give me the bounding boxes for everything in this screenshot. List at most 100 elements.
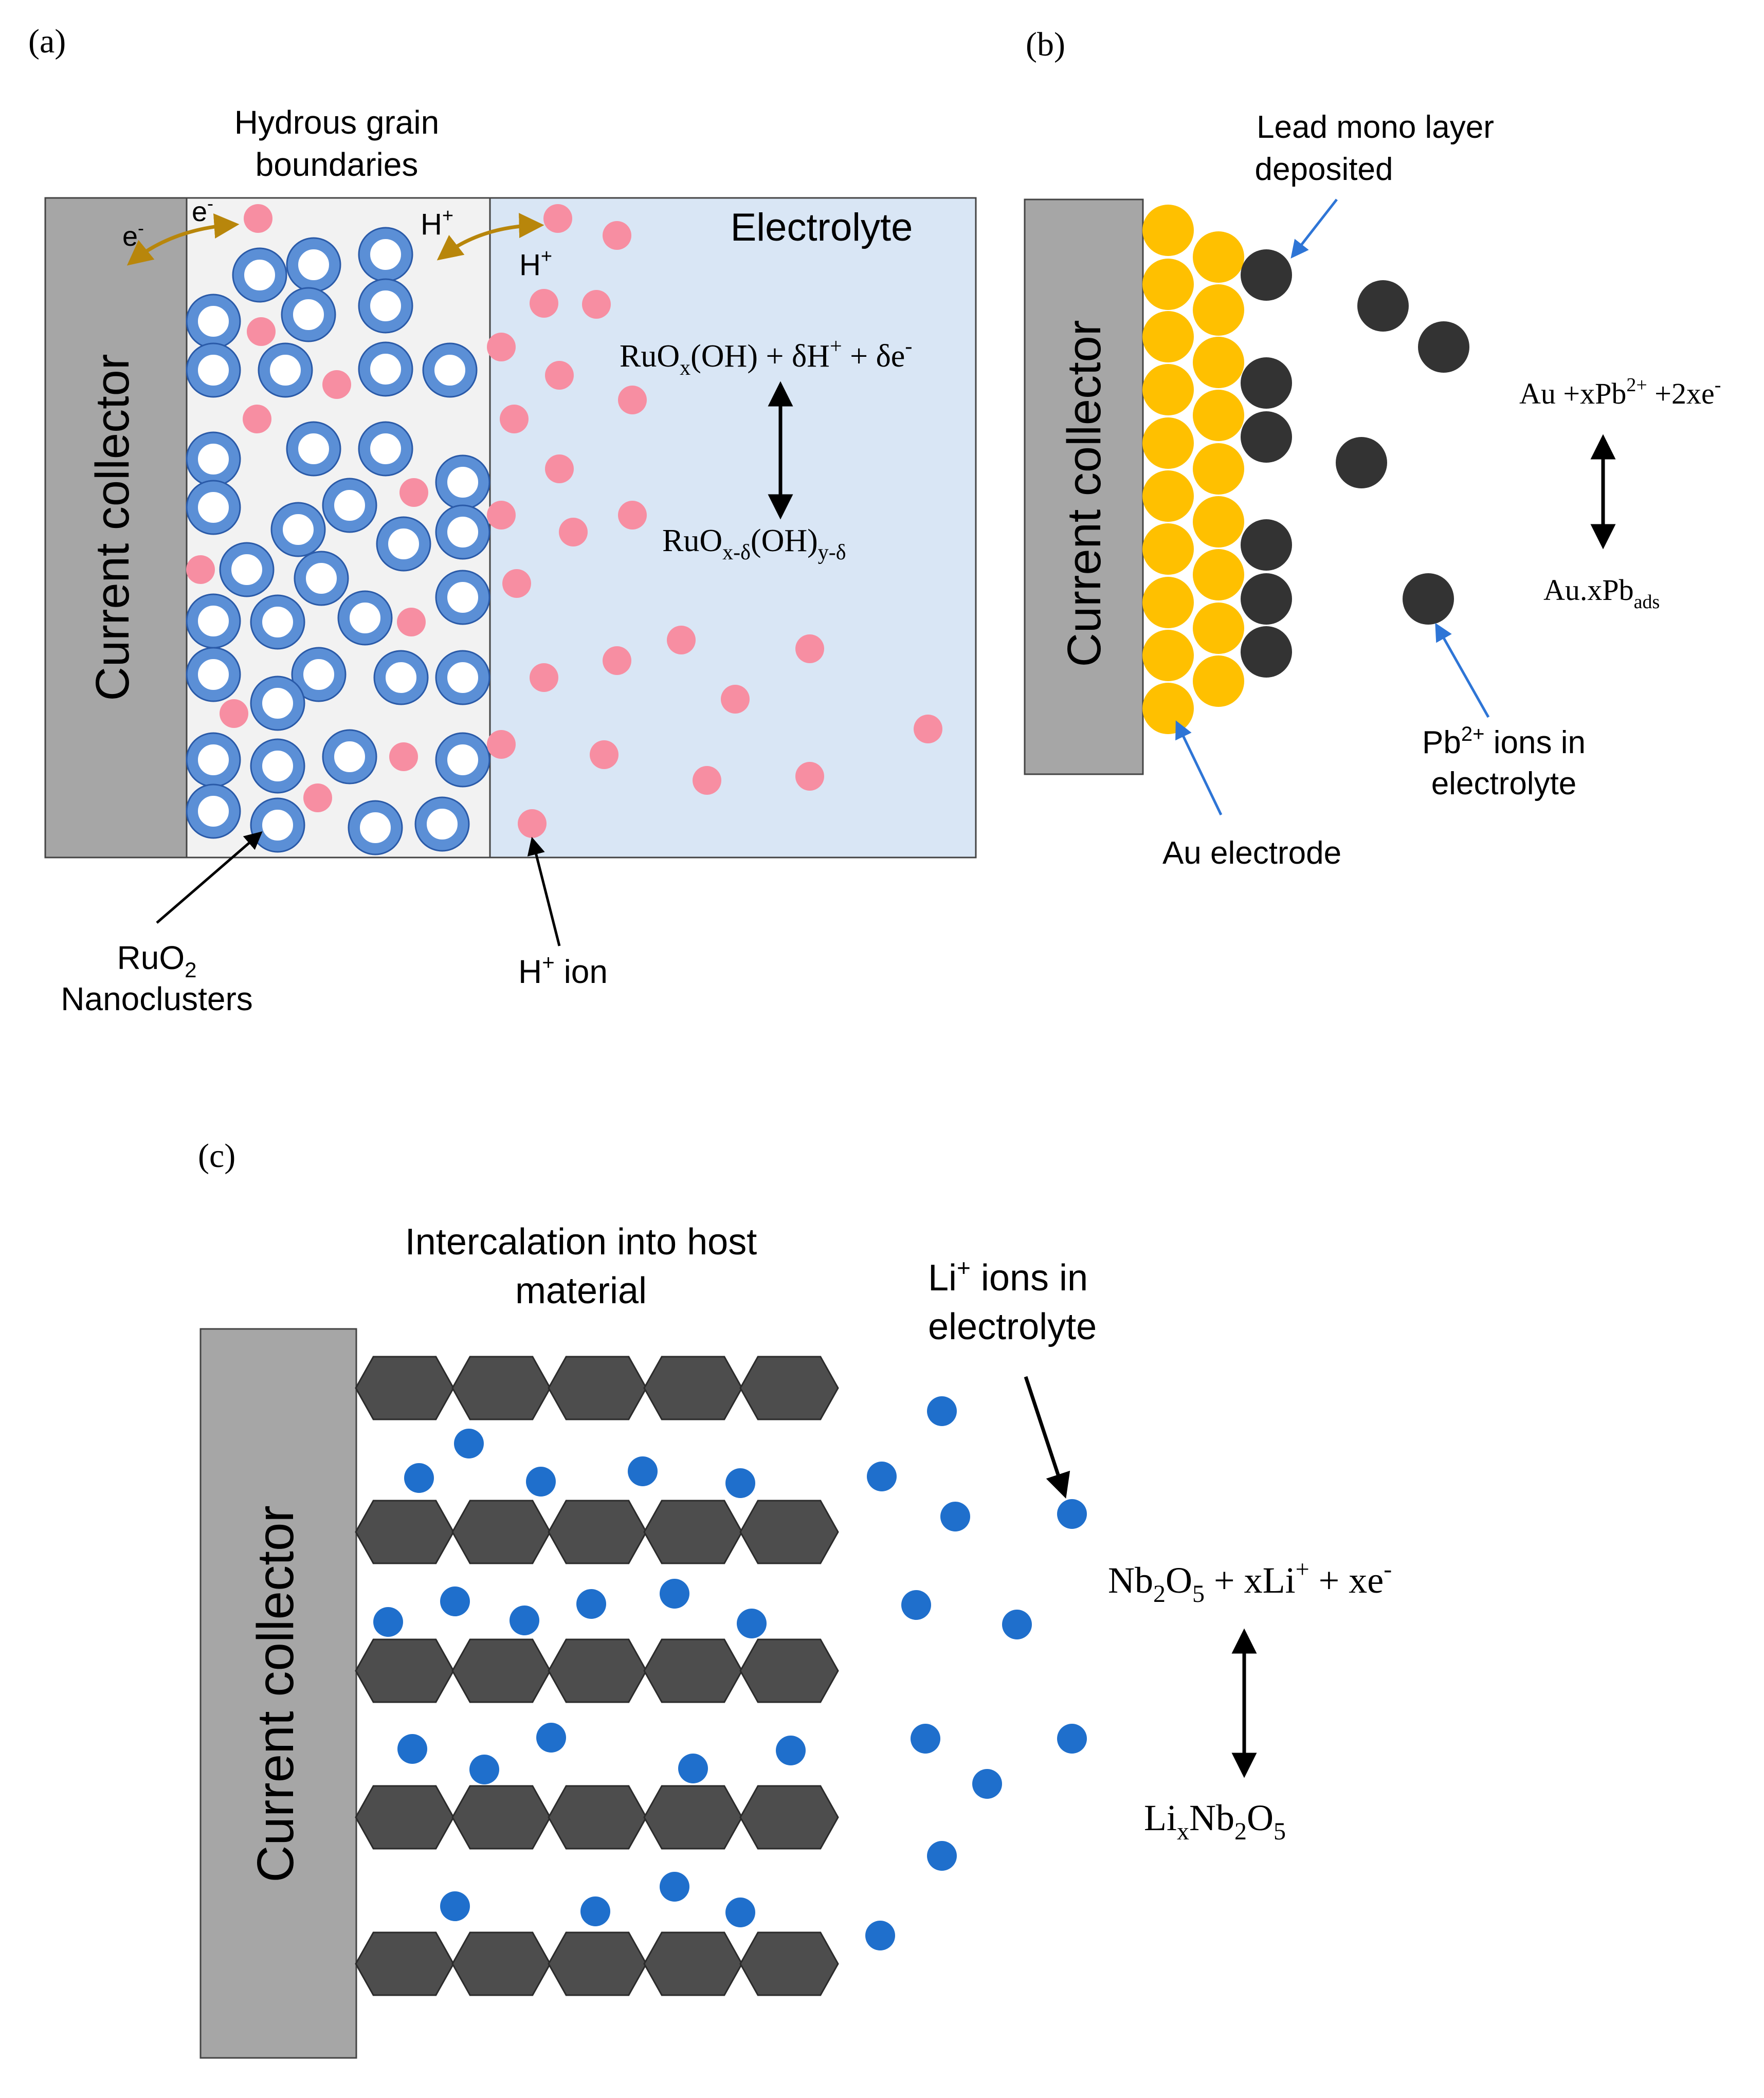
li-ion	[901, 1590, 931, 1620]
ruo2-nanocluster-ring	[374, 651, 428, 704]
panel-c-collector-label: Current collector	[247, 1505, 304, 1883]
pb-atom	[1357, 280, 1409, 332]
ruo2-nanocluster-ring	[423, 343, 477, 397]
au-atom	[1142, 259, 1194, 310]
panel-b-equation-bottom: Au.xPbads	[1543, 573, 1660, 613]
li-ion	[576, 1589, 606, 1619]
h-ion	[487, 501, 516, 530]
li-ion	[1057, 1724, 1087, 1754]
ruo2-nanocluster-outline	[186, 342, 241, 398]
ruo2-nanocluster-outline	[294, 551, 349, 606]
ruo2-nanocluster-ring	[287, 238, 340, 291]
pb-atom	[1418, 321, 1469, 373]
ruo2-nanocluster-outline	[291, 647, 347, 702]
li-ion	[940, 1502, 970, 1531]
ruo2-nanocluster-ring	[436, 455, 489, 509]
panel-a-label: (a)	[28, 23, 66, 60]
au-atom	[1142, 417, 1194, 469]
pb-atom	[1241, 626, 1292, 678]
pb-atom	[1241, 249, 1292, 301]
ruo2-nanocluster-ring	[377, 517, 430, 571]
intercalation-title-line1: Intercalation into host	[405, 1221, 757, 1263]
ruo2-nanocluster-outline	[337, 590, 393, 646]
host-hexagon	[739, 1500, 839, 1564]
panel-a-current-collector	[44, 197, 188, 859]
lead-monolayer-label-line2: deposited	[1255, 152, 1393, 187]
ruo2-nanocluster-outline	[348, 800, 403, 855]
h-ion	[247, 317, 276, 346]
li-ion-callout-arrow	[1024, 1376, 1070, 1499]
panel-b-label: (b)	[1026, 26, 1065, 63]
ruo2-nanocluster-outline	[322, 729, 377, 785]
grain-boundary-title-line2: boundaries	[256, 146, 419, 183]
ruo2-nanocluster-ring	[436, 571, 489, 624]
lead-monolayer-label-line1: Lead mono layer	[1257, 110, 1494, 145]
h-ion	[500, 405, 529, 433]
panel-a-equation-top: RuOx(OH) + δH+ + δe-	[620, 335, 912, 380]
h-ion	[618, 386, 647, 414]
ruo2-nanocluster-outline	[250, 797, 305, 853]
ruo2-nanocluster-outline	[232, 247, 287, 303]
h-ion	[543, 204, 572, 233]
au-electrode-atoms	[1142, 205, 1244, 734]
li-ion-label-line2: electrolyte	[928, 1306, 1097, 1347]
ruo2-nanocluster-ring	[251, 677, 304, 730]
ruo2-nanocluster-outline	[373, 650, 429, 705]
h-ion	[618, 501, 647, 530]
ruo2-label-line1: RuO2	[117, 939, 197, 982]
ruo2-label-line2: Nanoclusters	[61, 980, 253, 1017]
ruo2-nanocluster-ring	[359, 422, 412, 476]
host-hexagon	[355, 1500, 454, 1564]
h-ion-group	[186, 204, 942, 838]
h-ion-label: H+ ion	[518, 950, 608, 990]
au-atom	[1142, 630, 1194, 681]
ruo2-nanocluster-outline	[219, 542, 275, 597]
ruo2-nanocluster-ring	[415, 797, 469, 851]
ruo2-nanocluster-ring	[233, 248, 286, 302]
host-hexagon	[451, 1500, 551, 1564]
electron-transfer-arrow	[126, 213, 240, 266]
h-ion	[590, 740, 619, 769]
li-ion	[526, 1467, 556, 1497]
li-ion-label-line1: Li+ ions in	[928, 1254, 1088, 1299]
ruo2-nanocluster-ring	[292, 648, 345, 701]
host-hexagon	[739, 1785, 839, 1850]
h-ion	[389, 742, 418, 771]
h-ion	[559, 518, 588, 546]
ruo2-nanocluster-group	[186, 227, 490, 855]
h-ion	[487, 333, 516, 361]
ruo2-nanocluster-ring	[251, 595, 304, 649]
h-ion	[530, 289, 558, 318]
host-hexagon	[355, 1785, 454, 1850]
h-ion	[397, 608, 426, 636]
h-ion	[545, 454, 574, 483]
pb-atom	[1241, 357, 1292, 409]
au-electrode-callout-arrow	[1175, 720, 1223, 816]
host-hexagon	[739, 1356, 839, 1420]
ruo2-nanocluster-outline	[186, 480, 241, 535]
ruo2-nanocluster-ring	[282, 288, 335, 341]
pb-ion-label-line2: electrolyte	[1431, 766, 1577, 801]
ruo2-callout-arrow	[156, 831, 263, 924]
au-atom	[1193, 231, 1244, 283]
au-atom	[1142, 683, 1194, 734]
h-ion	[322, 370, 351, 399]
li-ion	[737, 1609, 767, 1638]
au-atom	[1142, 364, 1194, 415]
au-atom	[1193, 549, 1244, 600]
au-atom	[1142, 577, 1194, 628]
ruo2-nanocluster-ring	[349, 801, 402, 854]
ruo2-nanocluster-outline	[435, 650, 490, 705]
ruo2-nanocluster-ring	[187, 343, 240, 397]
host-hexagon	[643, 1500, 743, 1564]
host-hexagon	[643, 1638, 743, 1703]
ruo2-nanocluster-ring	[323, 730, 376, 783]
li-ion	[927, 1396, 957, 1426]
panel-a: (a) Current collector Hydrous grain boun…	[28, 23, 977, 1017]
ruo2-nanocluster-outline	[376, 516, 431, 572]
li-ion	[911, 1724, 940, 1754]
pb-atom	[1241, 573, 1292, 625]
ruo2-nanocluster-ring	[251, 798, 304, 852]
ruo2-nanocluster-ring	[436, 505, 489, 559]
